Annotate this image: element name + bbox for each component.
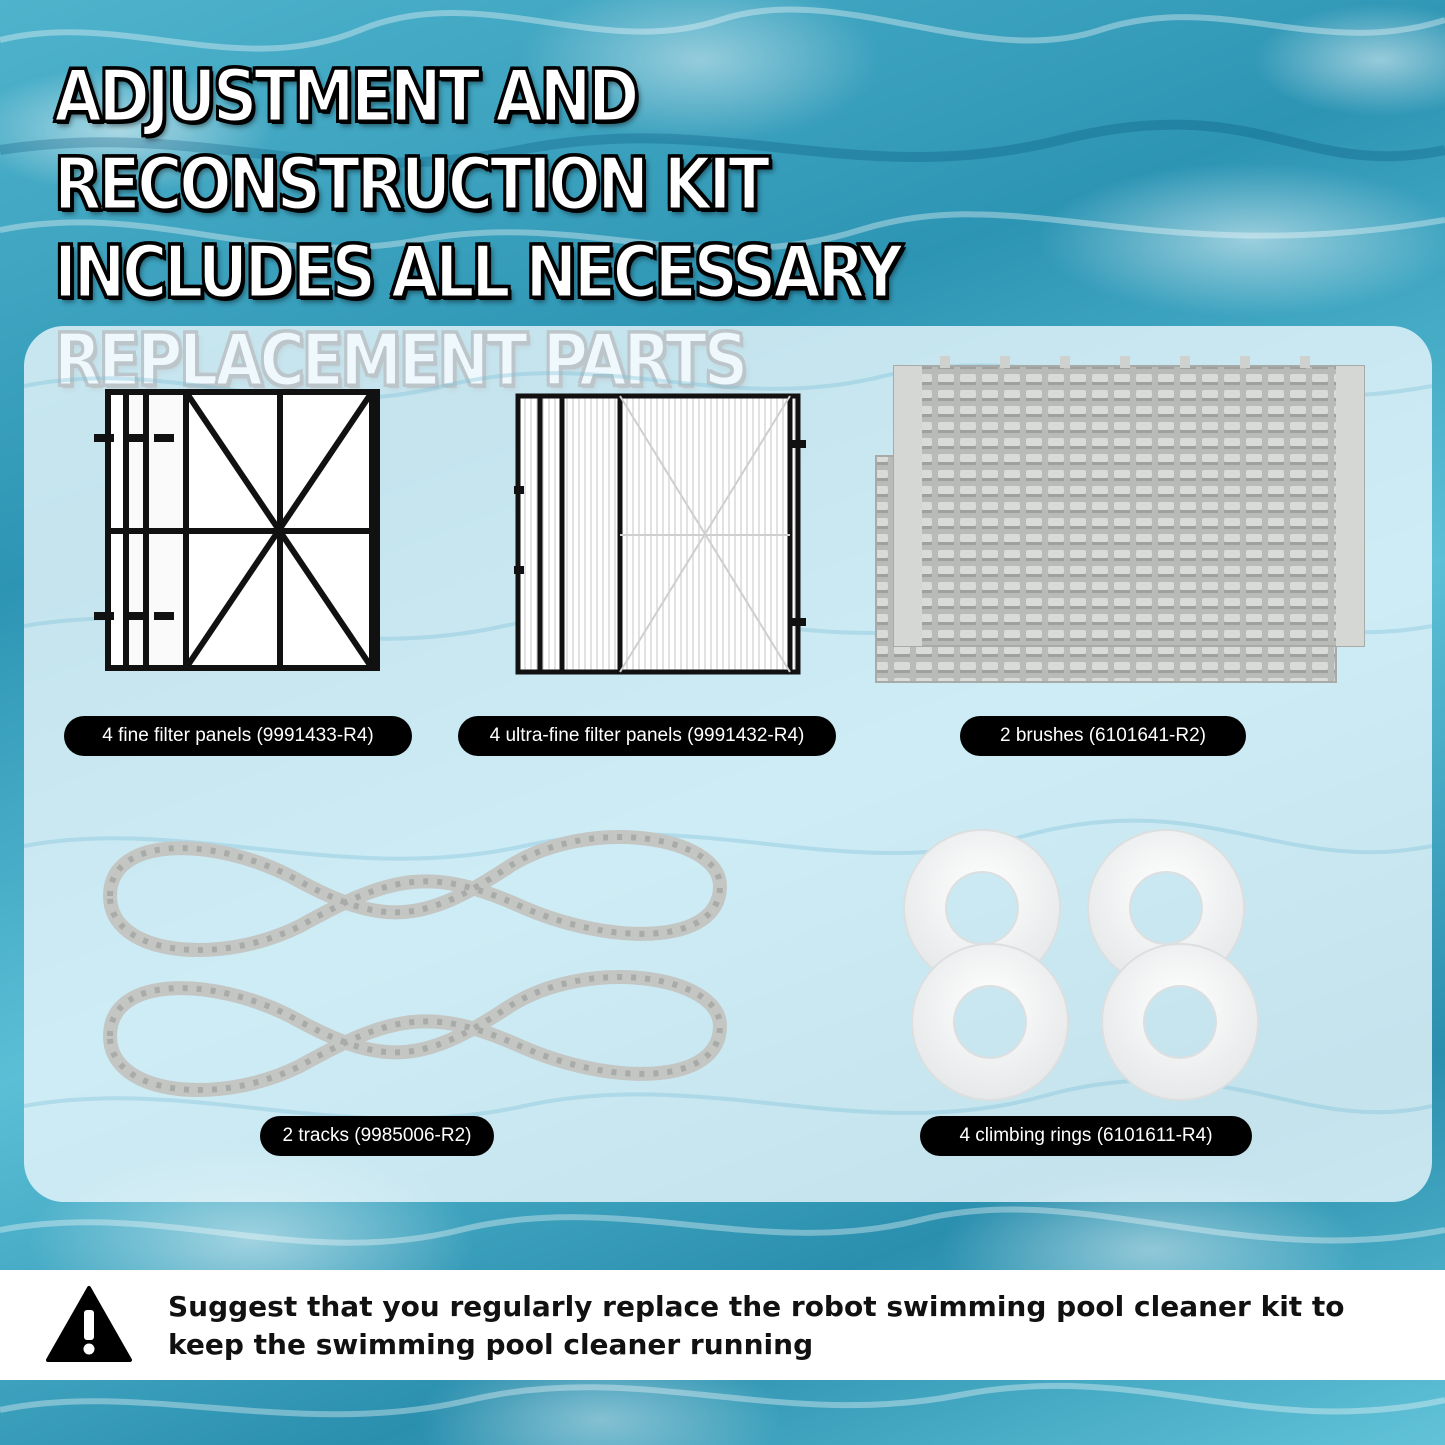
part-label-brushes: 2 brushes (6101641-R2)	[960, 716, 1246, 756]
part-label-ultra-fine-filter: 4 ultra-fine filter panels (9991432-R4)	[458, 716, 836, 756]
parts-panel: 4 fine filter panels (9991433-R4) 4 ultr…	[24, 326, 1432, 1202]
part-label-climbing-rings: 4 climbing rings (6101611-R4)	[920, 1116, 1252, 1156]
brushes-image	[875, 356, 1365, 683]
warning-icon	[46, 1286, 132, 1362]
notice-text: Suggest that you regularly replace the r…	[168, 1290, 1345, 1361]
maintenance-notice: Suggest that you regularly replace the r…	[0, 1270, 1445, 1380]
ultra-fine-filter-panels-image	[514, 393, 806, 675]
tracks-image	[102, 830, 728, 1097]
climbing-rings-image	[903, 829, 1260, 1101]
part-label-tracks: 2 tracks (9985006-R2)	[260, 1116, 494, 1156]
fine-filter-panels-image	[94, 389, 380, 671]
part-label-fine-filter: 4 fine filter panels (9991433-R4)	[64, 716, 412, 756]
